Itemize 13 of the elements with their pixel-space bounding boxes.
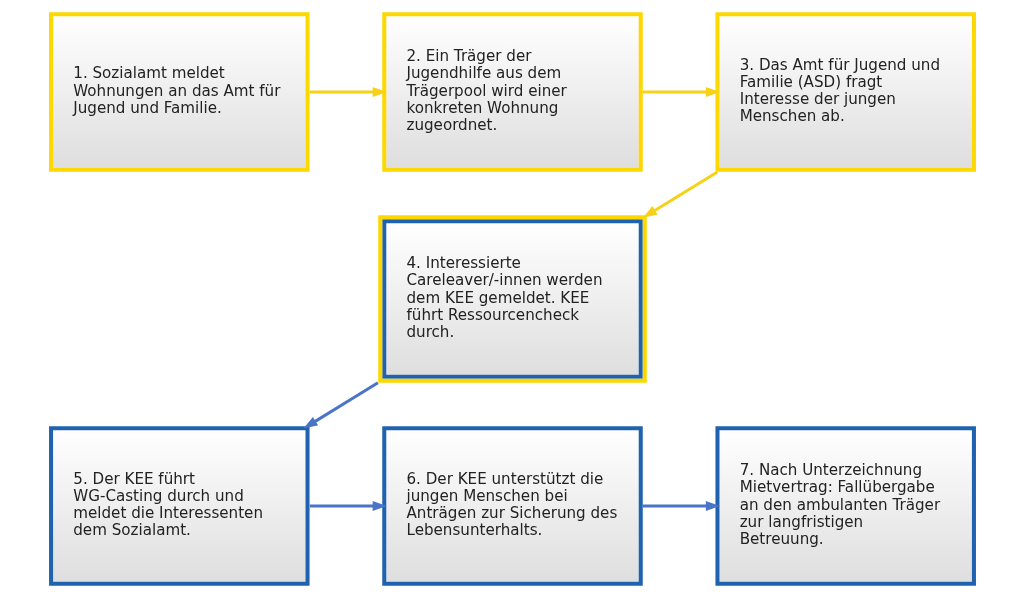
arrow [309, 501, 387, 511]
node-box: 1. Sozialamt meldet Wohnungen an das Amt für Jugend und Familie. [48, 12, 310, 172]
arrow [642, 170, 718, 218]
arrow [302, 381, 379, 429]
node-box: 5. Der KEE führt WG-Casting durch und meldet die Interessenten dem Sozialamt. [48, 426, 310, 586]
node-box: 6. Der KEE unterstützt die jungen Menschen bei Anträgen zur Sicherung des Lebensunterhalts. [381, 426, 643, 586]
node-box: 4. Interessierte Careleaver/-innen werden dem KEE gemeldet. KEE führt Ressourcencheck durch. [377, 215, 647, 383]
node-box: 7. Nach Unterzeichnung Mietvertrag: Fallübergabe an den ambulanten Träger zur langfristigen Betreuung. [714, 426, 976, 586]
node-box: 3. Das Amt für Jugend und Familie (ASD) fragt Interesse der jungen Menschen ab. [714, 12, 976, 172]
arrow [309, 87, 387, 97]
node-box: 2. Ein Träger der Jugendhilfe aus dem Trägerpool wird einer konkreten Wohnung zugeordnet. [381, 12, 643, 172]
arrow [642, 87, 720, 97]
arrow [642, 501, 720, 511]
